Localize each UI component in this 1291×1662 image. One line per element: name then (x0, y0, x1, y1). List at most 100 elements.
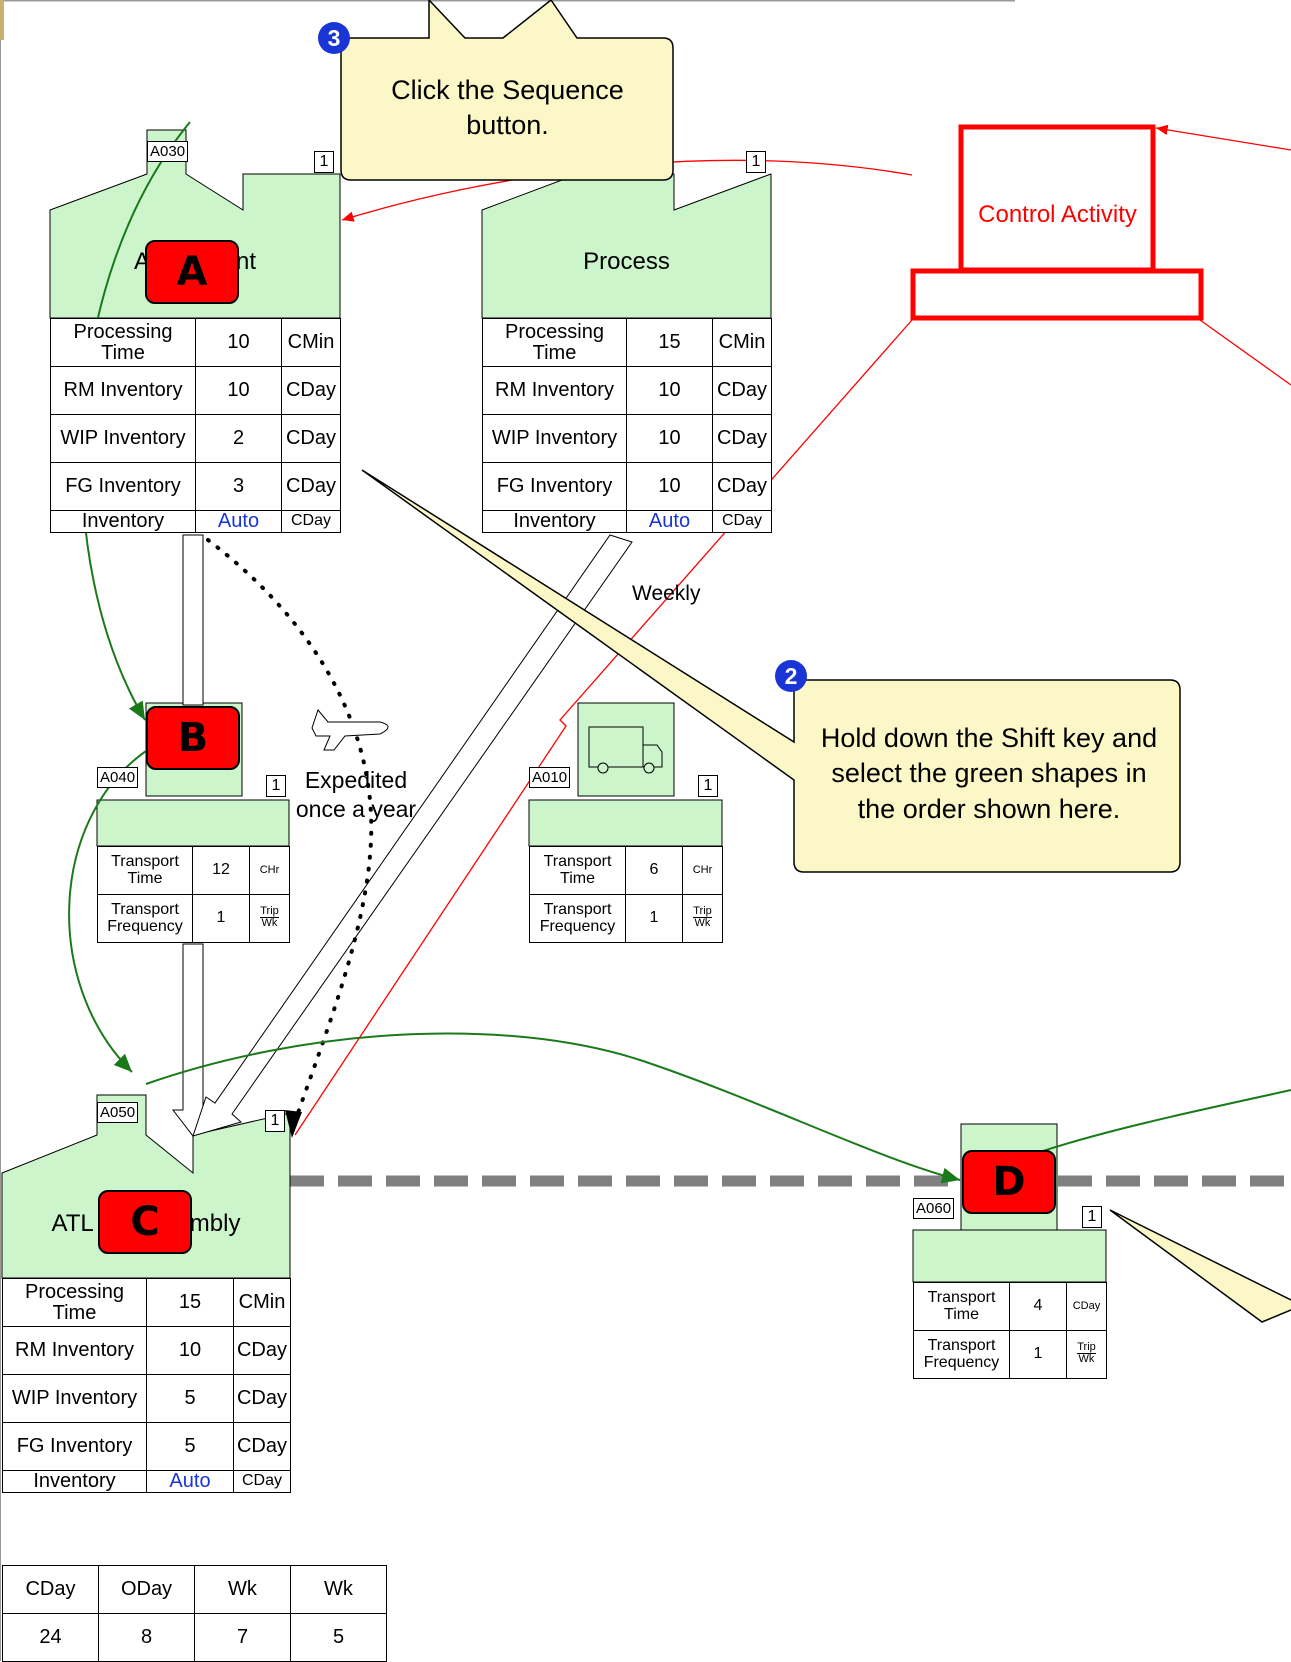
a030-row-unit: CMin (281, 318, 341, 367)
a050-id: A050 (97, 1102, 139, 1123)
a030-row-value: 10 (195, 318, 282, 367)
process-row-value: 15 (626, 318, 713, 367)
a010-time-value: 6 (625, 846, 683, 895)
marker-c: C (98, 1190, 192, 1254)
a050-summary-label: Inventory (2, 1470, 147, 1493)
process-row-label: Processing Time (482, 318, 627, 367)
process-row-value: 10 (626, 414, 713, 463)
a030-title-right: nt (236, 248, 257, 275)
process-title[interactable]: Process (583, 248, 670, 275)
callout-step3-text: Click the Sequence button. (391, 74, 624, 140)
process-row-label: FG Inventory (482, 462, 627, 511)
a060-freq-unit-den: Wk (1078, 1353, 1095, 1366)
a060-count: 1 (1082, 1206, 1102, 1228)
a060-time-unit: CDay (1066, 1282, 1107, 1331)
a040-freq-unit-num: Trip (260, 905, 279, 919)
push-arrow-a030-a040 (182, 534, 204, 706)
a040-freq-label: Transport Frequency (97, 894, 193, 943)
a030-row-value: 10 (195, 366, 282, 415)
a050-row-value: 5 (146, 1422, 234, 1471)
a010-time-unit: CHr (682, 846, 723, 895)
a030-count: 1 (314, 151, 334, 173)
truck-icon (588, 726, 663, 774)
a010-count: 1 (698, 775, 718, 797)
marker-a: A (145, 240, 239, 304)
transport-a010-band (528, 799, 723, 847)
a030-row-value: 2 (195, 414, 282, 463)
timeline-value-cell: 7 (194, 1613, 291, 1662)
process-row-value: 10 (626, 366, 713, 415)
process-summary-unit: CDay (712, 510, 772, 533)
callout-partial-pointer (1109, 1209, 1291, 1323)
control-link-out (1199, 319, 1291, 386)
timeline-header-cell: CDay (2, 1565, 99, 1614)
a030-summary-value: Auto (195, 510, 282, 533)
a030-id: A030 (147, 141, 189, 162)
transport-a060-band (912, 1229, 1107, 1283)
a030-row-value: 3 (195, 462, 282, 511)
process-row-unit: CMin (712, 318, 772, 367)
process-row-unit: CDay (712, 366, 772, 415)
a010-freq-unit-num: Trip (693, 905, 712, 919)
factory-process-shape (481, 173, 772, 319)
a050-row-label: RM Inventory (2, 1326, 147, 1375)
a050-row-value: 5 (146, 1374, 234, 1423)
a060-freq-label: Transport Frequency (913, 1330, 1010, 1379)
a040-time-value: 12 (192, 846, 250, 895)
timeline-value-cell: 24 (2, 1613, 99, 1662)
timeline-value-cell: 8 (98, 1613, 195, 1662)
a050-summary-unit: CDay (233, 1470, 291, 1493)
timeline-header-cell: Wk (290, 1565, 387, 1614)
a050-row-label: Processing Time (2, 1278, 147, 1327)
a010-freq-value: 1 (625, 894, 683, 943)
a030-row-unit: CDay (281, 414, 341, 463)
a030-summary-label: Inventory (50, 510, 196, 533)
sequence-link-c-d (145, 1032, 961, 1184)
a010-id: A010 (529, 767, 571, 788)
a060-time-label: Transport Time (913, 1282, 1010, 1331)
a050-row-unit: CDay (233, 1326, 291, 1375)
a040-id: A040 (97, 767, 139, 788)
a030-row-label: WIP Inventory (50, 414, 196, 463)
a040-freq-unit-den: Wk (261, 917, 278, 930)
timeline-header-cell: ODay (98, 1565, 195, 1614)
a060-time-value: 4 (1009, 1282, 1067, 1331)
step2-badge: 2 (775, 660, 807, 692)
a050-row-unit: CDay (233, 1374, 291, 1423)
marker-d: D (962, 1150, 1056, 1214)
process-row-unit: CDay (712, 462, 772, 511)
a040-time-label: Transport Time (97, 846, 193, 895)
control-activity-label[interactable]: Control Activity (978, 201, 1137, 229)
a050-count: 1 (265, 1110, 285, 1132)
a040-freq-value: 1 (192, 894, 250, 943)
a030-summary-unit: CDay (281, 510, 341, 533)
page-corner-mark (0, 0, 4, 40)
a040-time-unit: CHr (249, 846, 290, 895)
a050-row-label: FG Inventory (2, 1422, 147, 1471)
process-row-label: WIP Inventory (482, 414, 627, 463)
process-row-label: RM Inventory (482, 366, 627, 415)
timeline-value-cell: 5 (290, 1613, 387, 1662)
a010-time-label: Transport Time (529, 846, 626, 895)
control-link-in (1155, 124, 1291, 151)
transport-a040-band (96, 799, 290, 847)
a050-title-left: ATL (51, 1210, 94, 1237)
control-activity-box (958, 124, 1156, 273)
a050-row-value: 10 (146, 1326, 234, 1375)
expedited-label: Expedited once a year (295, 767, 417, 823)
marker-b: B (146, 706, 240, 770)
transport-a010-icon-box (577, 702, 675, 797)
a050-summary-value: Auto (146, 1470, 234, 1493)
a040-count: 1 (266, 775, 286, 797)
timeline-header-cell: Wk (194, 1565, 291, 1614)
a010-freq-label: Transport Frequency (529, 894, 626, 943)
process-row-value: 10 (626, 462, 713, 511)
